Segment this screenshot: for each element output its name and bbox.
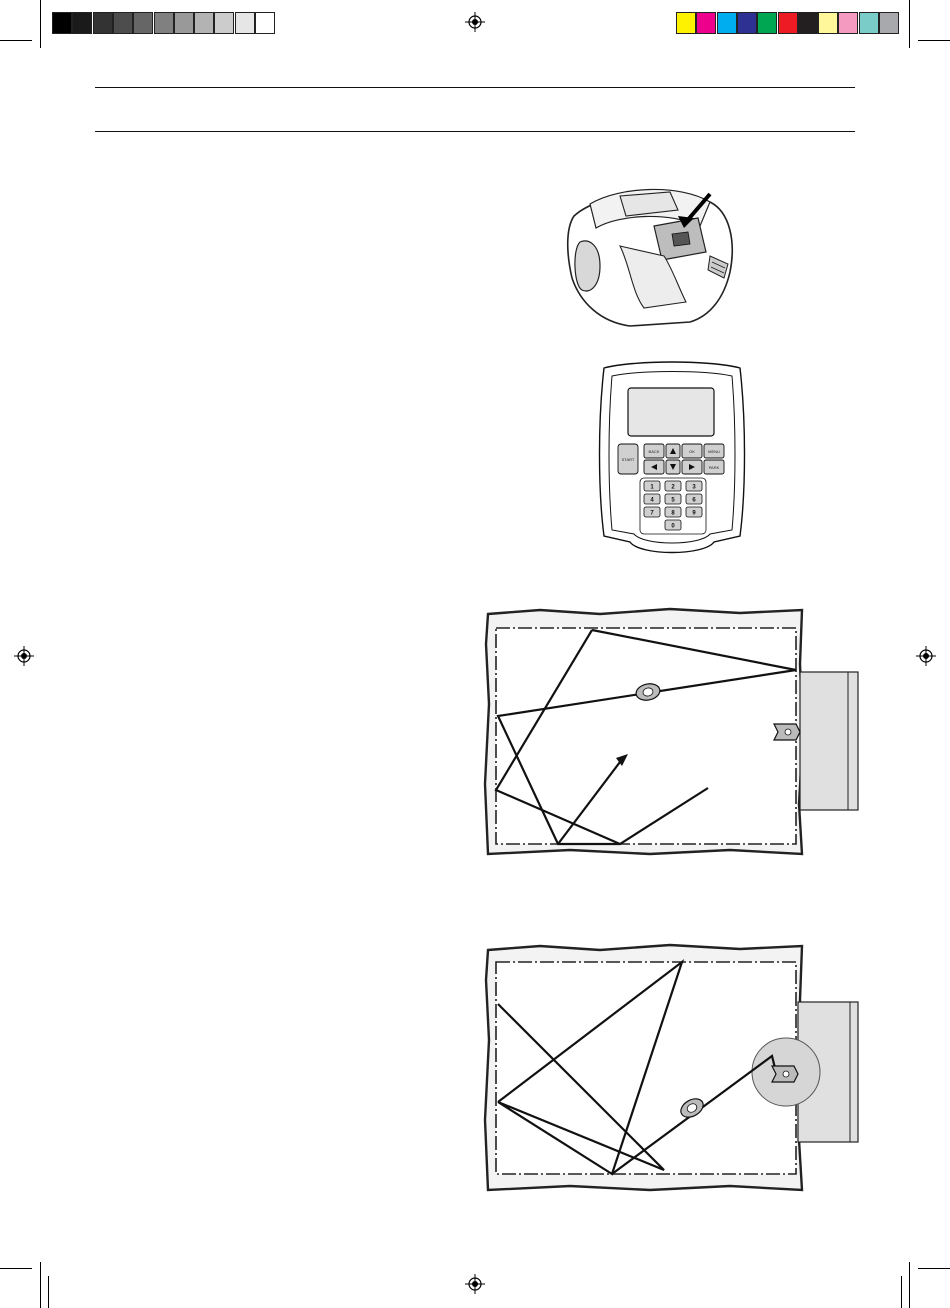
trim-mark-bl-v bbox=[40, 1262, 41, 1308]
grey-swatch bbox=[113, 12, 133, 34]
trim-mark-br-v bbox=[909, 1262, 910, 1308]
menu-key: MENU bbox=[708, 449, 720, 454]
trim-mark-tr-h bbox=[918, 40, 950, 41]
ok-key: OK bbox=[689, 449, 695, 454]
lawn-diagram-return-figure bbox=[480, 940, 860, 1196]
trim-mark-br-v2 bbox=[901, 1276, 902, 1308]
registration-mark-icon bbox=[465, 1274, 485, 1294]
color-swatch bbox=[696, 12, 716, 34]
header-rule-top bbox=[95, 87, 855, 88]
registration-mark-icon bbox=[465, 12, 485, 32]
header-rule-bottom bbox=[95, 131, 855, 132]
color-swatch bbox=[676, 12, 696, 34]
grey-swatch bbox=[194, 12, 214, 34]
registration-mark-icon bbox=[14, 646, 34, 666]
color-swatch bbox=[778, 12, 798, 34]
color-swatch bbox=[717, 12, 737, 34]
lawn-diagram-search-figure bbox=[480, 604, 860, 860]
grey-swatch bbox=[52, 12, 72, 34]
color-swatch bbox=[798, 12, 818, 34]
grey-swatch bbox=[133, 12, 153, 34]
trim-mark-bl-h bbox=[0, 1268, 32, 1269]
start-key: START bbox=[622, 457, 635, 462]
trim-mark-tr-v bbox=[909, 0, 910, 48]
color-swatch bbox=[737, 12, 757, 34]
color-swatch bbox=[859, 12, 879, 34]
mower-stop-button-figure bbox=[560, 182, 740, 332]
trim-mark-br-h bbox=[918, 1268, 950, 1269]
grey-swatch bbox=[72, 12, 92, 34]
grey-swatch bbox=[235, 12, 255, 34]
back-key: BACK bbox=[649, 449, 660, 454]
color-swatch bbox=[879, 12, 899, 34]
grey-swatch bbox=[255, 12, 275, 34]
registration-mark-icon bbox=[916, 646, 936, 666]
grey-swatch bbox=[214, 12, 234, 34]
color-swatch bbox=[818, 12, 838, 34]
grey-swatch bbox=[154, 12, 174, 34]
trim-mark-tl-v bbox=[40, 0, 41, 48]
color-swatch bbox=[757, 12, 777, 34]
park-key: PARK bbox=[709, 465, 720, 470]
grey-swatch bbox=[174, 12, 194, 34]
grey-swatch bbox=[93, 12, 113, 34]
trim-mark-bl-v2 bbox=[48, 1276, 49, 1308]
color-swatch bbox=[838, 12, 858, 34]
trim-mark-tl-h bbox=[0, 40, 32, 41]
